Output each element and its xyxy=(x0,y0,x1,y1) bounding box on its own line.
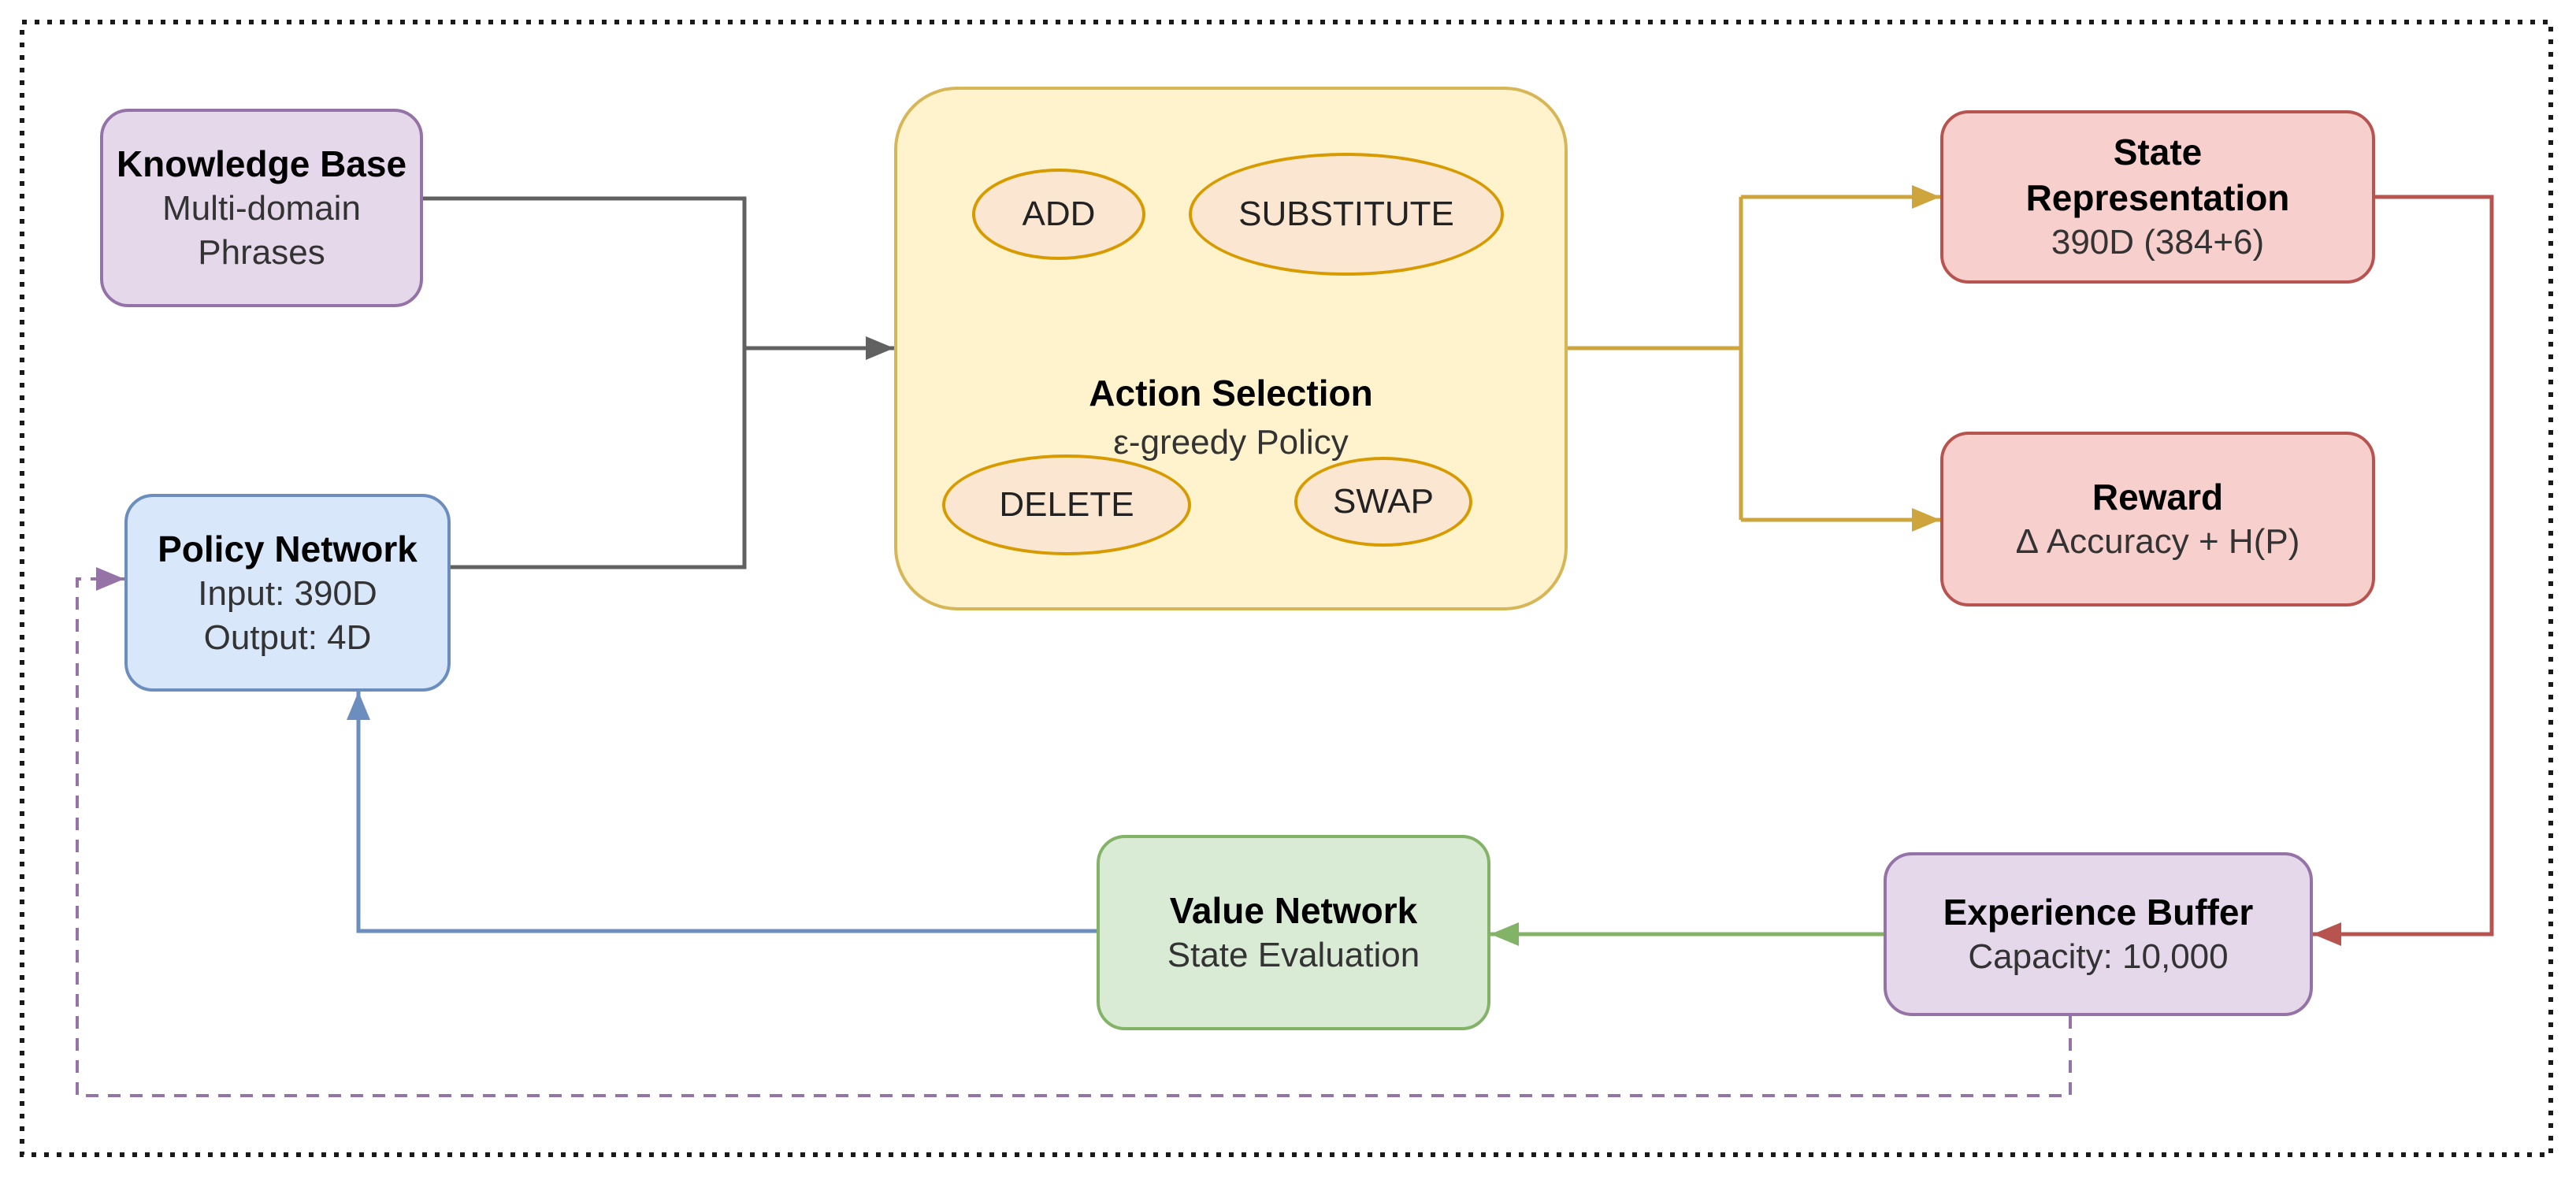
reward-title: Reward xyxy=(2092,477,2224,517)
value-network-title: Value Network xyxy=(1169,890,1418,931)
knowledge-base-node: Knowledge Base Multi-domain Phrases xyxy=(100,109,423,307)
action-oval-delete: DELETE xyxy=(942,454,1191,555)
reward-node: Reward Δ Accuracy + H(P) xyxy=(1940,432,2375,606)
state-representation-title: State Representation xyxy=(2025,132,2290,218)
arrow-value-network-to-policy-network xyxy=(347,692,1097,933)
experience-buffer-title: Experience Buffer xyxy=(1943,892,2254,933)
knowledge-base-title: Knowledge Base xyxy=(116,143,407,184)
experience-buffer-node: Experience Buffer Capacity: 10,000 xyxy=(1884,852,2313,1016)
value-network-node: Value Network State Evaluation xyxy=(1097,835,1490,1030)
action-add-label: ADD xyxy=(1022,195,1096,233)
action-substitute-label: SUBSTITUTE xyxy=(1238,195,1454,233)
wire-action-selection-split xyxy=(1568,197,1743,520)
action-oval-swap: SWAP xyxy=(1294,457,1472,547)
action-swap-label: SWAP xyxy=(1333,482,1434,521)
action-oval-substitute: SUBSTITUTE xyxy=(1189,153,1504,276)
state-representation-node: State Representation 390D (384+6) xyxy=(1940,110,2375,284)
action-selection-node: ADD SUBSTITUTE Action Selection ε-greedy… xyxy=(894,87,1568,610)
experience-buffer-capacity: Capacity: 10,000 xyxy=(1968,937,2229,976)
wire-kb-pn-junction xyxy=(423,196,747,569)
action-oval-add: ADD xyxy=(972,169,1145,260)
knowledge-base-subtitle: Multi-domain Phrases xyxy=(162,189,361,272)
policy-network-input-dim: Input: 390D xyxy=(198,573,377,613)
reward-formula: Δ Accuracy + H(P) xyxy=(2015,522,2300,561)
value-network-subtitle: State Evaluation xyxy=(1167,936,1420,974)
action-selection-title: Action Selection xyxy=(1089,373,1373,414)
action-selection-policy: ε-greedy Policy xyxy=(1113,423,1349,462)
action-selection-label: Action Selection ε-greedy Policy xyxy=(897,367,1565,466)
policy-network-output-dim: Output: 4D xyxy=(203,618,372,657)
policy-network-node: Policy Network Input: 390D Output: 4D xyxy=(124,494,451,692)
state-representation-dims: 390D (384+6) xyxy=(2051,223,2265,262)
action-delete-label: DELETE xyxy=(999,485,1134,524)
policy-network-title: Policy Network xyxy=(158,528,418,569)
